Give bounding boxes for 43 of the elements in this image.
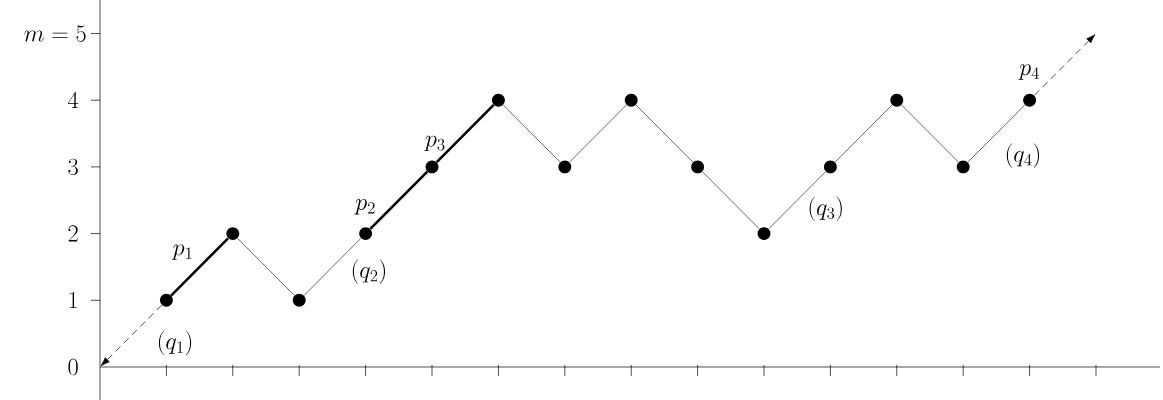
- axis-label: $m=5$: [24, 25, 86, 42]
- point-label: $p_4$: [1018, 64, 1039, 80]
- lattice-point: [956, 160, 970, 174]
- lattice-point: [757, 227, 771, 241]
- point-label: $(q_1)$: [158, 330, 192, 356]
- axis-label: $0$: [68, 358, 78, 376]
- lattice-point: [425, 160, 439, 174]
- path-segment: [967, 104, 1026, 163]
- point-label: $(q_3)$: [809, 196, 842, 222]
- axis-label: $3$: [68, 158, 78, 176]
- lattice-point: [558, 160, 572, 174]
- path-segment: [768, 171, 826, 230]
- lattice-point: [292, 293, 306, 307]
- lattice-point: [890, 93, 904, 107]
- lattice-point: [226, 227, 240, 241]
- point-label: $(q_2)$: [352, 259, 385, 284]
- lattice-point: [159, 293, 173, 307]
- lattice-point: [691, 160, 705, 174]
- path-segment: [502, 104, 561, 163]
- lattice-point: [624, 93, 638, 107]
- dashed-arrow: [100, 304, 163, 367]
- path-segment: [369, 170, 429, 230]
- lattice-point: [1023, 93, 1037, 107]
- lattice-point: [359, 227, 373, 241]
- path-segment: [901, 104, 959, 163]
- path-segment: [435, 104, 495, 164]
- axis-label: $4$: [68, 91, 79, 108]
- path-segment: [303, 238, 362, 296]
- axis-label: $1$: [69, 292, 77, 309]
- axis-label: $2$: [68, 225, 78, 242]
- lattice-point: [823, 160, 837, 174]
- path-segment: [170, 237, 229, 297]
- dashed-arrow: [1033, 34, 1096, 96]
- path-segment: [834, 104, 893, 163]
- point-label: $p_1$: [171, 244, 192, 260]
- point-label: $p_3$: [424, 135, 445, 152]
- path-segment: [237, 238, 295, 296]
- path-segment: [569, 104, 627, 163]
- point-label: $(q_4)$: [1006, 143, 1040, 168]
- point-label: $p_2$: [354, 199, 375, 215]
- path-segment: [702, 171, 760, 230]
- lattice-point: [491, 93, 505, 107]
- path-segment: [635, 104, 694, 163]
